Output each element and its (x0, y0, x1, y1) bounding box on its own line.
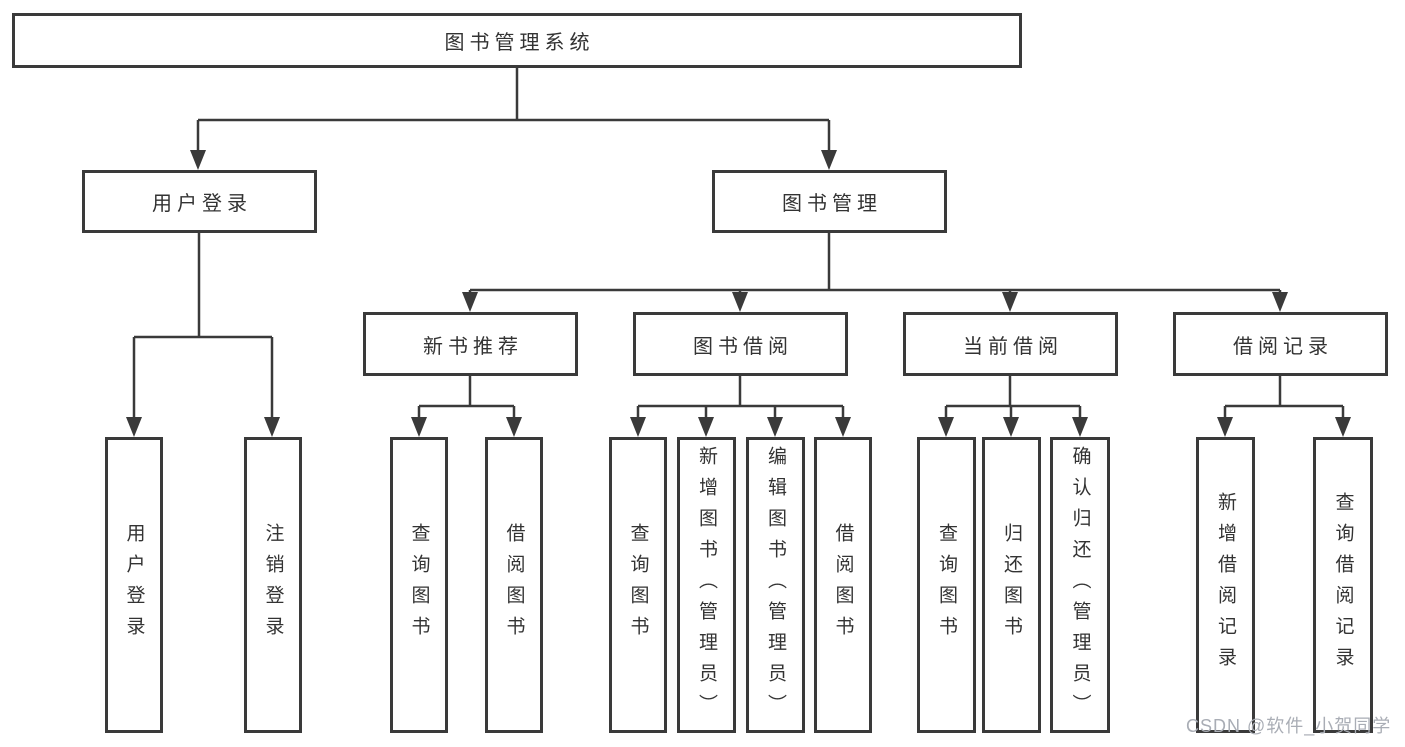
leaf-nbr-query-books: 查询图书 (390, 437, 448, 733)
node-book-borrowing: 图书借阅 (633, 312, 848, 376)
leaf-nbr-query-books-label: 查询图书 (408, 523, 430, 647)
leaf-bb-edit-books-admin: 编辑图书（管理员） (746, 437, 805, 733)
node-user-login: 用户登录 (82, 170, 317, 233)
leaf-logout: 注销登录 (244, 437, 302, 733)
edge-new-book-rec-to-leaves (417, 376, 516, 421)
leaf-br-add-record: 新增借阅记录 (1196, 437, 1255, 733)
node-borrow-records: 借阅记录 (1173, 312, 1388, 376)
edge-book-mgmt-to-level3 (468, 233, 1282, 294)
leaf-cb-return-books: 归还图书 (982, 437, 1041, 733)
leaf-br-query-record: 查询借阅记录 (1313, 437, 1373, 733)
node-current-borrowing: 当前借阅 (903, 312, 1118, 376)
leaf-bb-borrow-books: 借阅图书 (814, 437, 872, 733)
edge-system-to-level2 (196, 68, 831, 152)
csdn-watermark: CSDN @软件_小贺同学 (1186, 716, 1392, 736)
node-book-borrowing-label: 图书借阅 (693, 335, 793, 358)
node-user-login-label: 用户登录 (152, 193, 252, 215)
edge-book-borrow-to-leaves (636, 376, 845, 421)
edge-borrow-record-to-leaves (1223, 376, 1345, 421)
leaf-bb-edit-books-admin-label: 编辑图书（管理员） (765, 445, 786, 725)
leaf-logout-label: 注销登录 (262, 523, 284, 647)
leaf-cb-confirm-return-admin: 确认归还（管理员） (1050, 437, 1110, 733)
leaf-nbr-borrow-books: 借阅图书 (485, 437, 543, 733)
node-book-management-label: 图书管理 (782, 193, 882, 215)
node-library-system-label: 图书管理系统 (444, 32, 595, 54)
leaf-br-add-record-label: 新增借阅记录 (1215, 492, 1236, 678)
node-current-borrowing-label: 当前借阅 (963, 335, 1063, 358)
leaf-bb-query-books: 查询图书 (609, 437, 667, 733)
leaf-cb-query-books-label: 查询图书 (936, 523, 957, 647)
edge-user-login-to-leaves (132, 233, 274, 421)
node-book-management: 图书管理 (712, 170, 947, 233)
leaf-bb-borrow-books-label: 借阅图书 (832, 523, 854, 647)
leaf-user-login-label: 用户登录 (123, 523, 145, 647)
leaf-br-query-record-label: 查询借阅记录 (1332, 492, 1354, 678)
leaf-bb-add-books-admin-label: 新增图书（管理员） (696, 445, 717, 725)
node-new-book-recommend: 新书推荐 (363, 312, 578, 376)
leaf-bb-add-books-admin: 新增图书（管理员） (677, 437, 736, 733)
node-borrow-records-label: 借阅记录 (1233, 335, 1333, 358)
node-new-book-recommend-label: 新书推荐 (423, 335, 523, 358)
edge-current-borrow-to-leaves (944, 376, 1082, 421)
leaf-nbr-borrow-books-label: 借阅图书 (503, 523, 525, 647)
arrowheads (126, 150, 1351, 437)
node-library-system: 图书管理系统 (12, 13, 1022, 68)
leaf-cb-confirm-return-admin-label: 确认归还（管理员） (1069, 445, 1091, 725)
leaf-cb-return-books-label: 归还图书 (1001, 523, 1022, 647)
leaf-bb-query-books-label: 查询图书 (627, 523, 649, 647)
leaf-user-login: 用户登录 (105, 437, 163, 733)
leaf-cb-query-books: 查询图书 (917, 437, 976, 733)
